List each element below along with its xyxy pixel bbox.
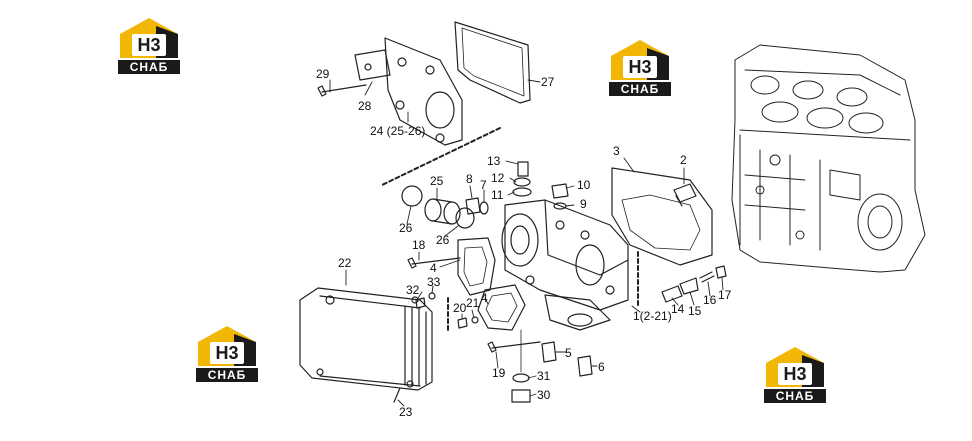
o-ring-26b [455, 207, 475, 229]
plug-10 [551, 183, 569, 199]
callout-31: 31 [537, 369, 551, 383]
screw-13 [517, 161, 529, 177]
ring-33 [428, 292, 436, 300]
ring-31 [512, 373, 530, 383]
logo-mark: H3 [210, 342, 244, 364]
ring-11 [512, 187, 532, 197]
engine-block [731, 44, 926, 273]
callout-6: 6 [598, 360, 605, 374]
callout-21: 21 [466, 296, 480, 310]
logo-mark: H3 [132, 34, 166, 56]
ring-7 [479, 201, 489, 215]
logo-word: СНАБ [609, 82, 671, 96]
callout-9: 9 [580, 197, 587, 211]
callout-33: 33 [427, 275, 441, 289]
plug-32 [415, 297, 426, 309]
brand-logo: H3 СНАБ [764, 345, 826, 403]
plug-20 [457, 317, 468, 329]
logo-word: СНАБ [196, 368, 258, 382]
o-ring-26a [401, 185, 423, 207]
plug-17 [715, 265, 727, 279]
gasket-4b [477, 284, 526, 331]
bolt-29 [317, 84, 367, 97]
ring-12 [513, 177, 531, 187]
gasket-4a [457, 237, 496, 296]
callout-4a: 4 [430, 261, 437, 275]
callout-12: 12 [491, 171, 505, 185]
callout-25: 25 [430, 174, 444, 188]
callout-32: 32 [406, 283, 420, 297]
callout-3: 3 [613, 144, 620, 158]
brand-logo: H3 СНАБ [118, 16, 180, 74]
bolt-19 [491, 341, 541, 349]
logo-word: СНАБ [118, 60, 180, 74]
callout-13: 13 [487, 154, 501, 168]
fitting-8 [465, 197, 481, 215]
logo-mark: H3 [623, 56, 657, 78]
callout-11: 11 [491, 188, 504, 202]
plug-30 [511, 389, 531, 403]
callout-8: 8 [466, 172, 473, 186]
callout-5: 5 [565, 346, 572, 360]
callout-19: 19 [492, 366, 506, 380]
callout-17: 17 [718, 288, 732, 302]
logo-word: СНАБ [764, 389, 826, 403]
oil-cooler-22 [299, 287, 433, 391]
callout-18: 18 [412, 238, 426, 252]
callout-10: 10 [577, 178, 591, 192]
ring-21 [471, 316, 479, 324]
callout-29: 29 [316, 67, 330, 81]
callout-14: 14 [671, 302, 685, 316]
gasket-3 [611, 167, 713, 266]
callout-23: 23 [399, 405, 413, 419]
callout-27: 27 [541, 75, 555, 89]
fitting-6 [577, 355, 593, 377]
bolt-18 [411, 257, 461, 265]
brand-logo: H3 СНАБ [609, 38, 671, 96]
gasket-27 [454, 21, 531, 104]
bolt-23 [393, 387, 401, 403]
callout-28: 28 [358, 99, 372, 113]
callout-16: 16 [703, 293, 717, 307]
fitting-14 [661, 285, 683, 303]
callout-30: 30 [537, 388, 551, 402]
callout-7: 7 [480, 178, 487, 192]
callout-20: 20 [453, 301, 467, 315]
brand-logo: H3 СНАБ [196, 324, 258, 382]
callout-26b: 26 [436, 233, 450, 247]
plug-2 [673, 183, 697, 207]
fitting-5 [541, 341, 557, 363]
logo-mark: H3 [778, 363, 812, 385]
callout-24: 24 (25-26) [370, 124, 426, 138]
housing-1 [501, 199, 629, 331]
valve-15 [679, 277, 699, 295]
callout-4b: 4 [481, 291, 488, 305]
callout-2: 2 [680, 153, 687, 167]
callout-22: 22 [338, 256, 352, 270]
callout-26a: 26 [399, 221, 413, 235]
callout-1: 1(2-21) [633, 309, 672, 323]
spring-16 [699, 271, 715, 283]
cover-24 [354, 37, 463, 146]
filter-25 [424, 198, 461, 225]
callout-15: 15 [688, 304, 702, 318]
